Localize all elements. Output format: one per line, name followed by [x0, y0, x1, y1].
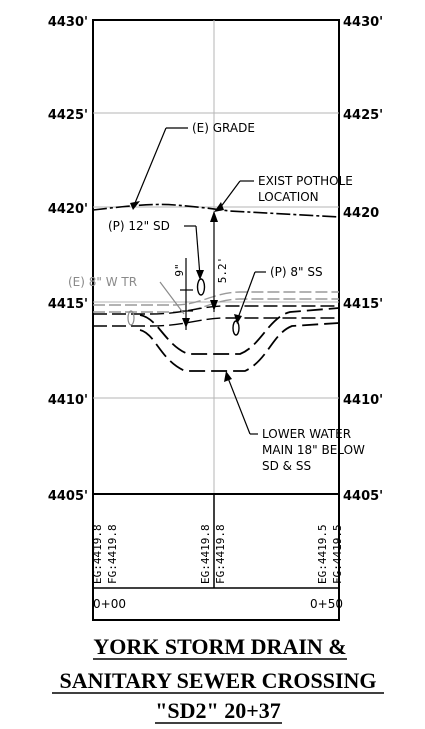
- depth-dimension-label: 5.2': [216, 257, 229, 284]
- drawing-title-line1: YORK STORM DRAIN &: [93, 634, 346, 659]
- leader-water: [159, 281, 185, 315]
- callout-lower-line2: MAIN 18" BELOW: [262, 443, 365, 457]
- leader-ss-arrow: [234, 314, 242, 324]
- leader-pothole: [219, 180, 241, 209]
- existing-pipe-section: [127, 310, 135, 326]
- profile-frame: [92, 19, 340, 621]
- eg-value: EG:4419.8: [91, 524, 104, 584]
- leader-grade: [134, 127, 167, 204]
- fg-value: FG:4419.8: [106, 524, 119, 584]
- callout-lower-line3: SD & SS: [262, 459, 311, 473]
- proposed-pipe-top: [93, 305, 339, 315]
- callout-existing-water: (E) 8" W TR: [68, 275, 137, 289]
- elev-label-right: 4425': [343, 108, 383, 123]
- drawing-title-line2: SANITARY SEWER CROSSING: [59, 668, 376, 693]
- elev-label-right: 4415': [343, 297, 383, 312]
- elev-label-left: 4405': [48, 489, 88, 504]
- depth-arrow-bottom: [210, 300, 218, 311]
- leader-sd: [195, 225, 201, 277]
- eg-value: EG:4419.5: [316, 524, 329, 584]
- callout-lower-line1: LOWER WATER: [262, 427, 351, 441]
- elev-label-left: 4415': [48, 297, 88, 312]
- sd-pipe-section: [196, 278, 206, 296]
- leader-lower-arrow: [224, 371, 232, 382]
- station-label-start: 0+00: [93, 597, 126, 611]
- fg-value: FG:4419.8: [214, 524, 227, 584]
- elev-label-left: 4425': [48, 108, 88, 123]
- depth-arrow-top: [210, 211, 218, 222]
- elev-label-left: 4430': [48, 15, 88, 30]
- lowered-water-main-lower: [139, 322, 340, 372]
- existing-water-main-top: [93, 291, 339, 306]
- callout-storm-drain: (P) 12" SD: [108, 219, 170, 233]
- callout-pothole-line1: EXIST POTHOLE: [258, 174, 353, 188]
- leader-pothole-arrow: [214, 202, 224, 212]
- elev-label-right: 4420: [343, 206, 379, 221]
- elev-label-right: 4430': [343, 15, 383, 30]
- elev-label-left: 4410': [48, 393, 88, 408]
- station-label-end: 0+50: [310, 597, 343, 611]
- leader-lower: [227, 377, 251, 435]
- callout-pothole-line2: LOCATION: [258, 190, 319, 204]
- leader-ss: [237, 271, 256, 319]
- fg-value: FG:4419.5: [331, 524, 344, 584]
- callout-existing-grade: (E) GRADE: [192, 121, 255, 135]
- eg-value: EG:4419.8: [199, 524, 212, 584]
- elev-label-right: 4405': [343, 489, 383, 504]
- elev-label-right: 4410': [343, 393, 383, 408]
- callout-sanitary-sewer: (P) 8" SS: [270, 265, 323, 279]
- clearance-dimension-label: 9": [173, 263, 186, 276]
- proposed-pipe-bottom: [93, 317, 339, 327]
- ss-pipe-section: [232, 320, 240, 336]
- elev-label-left: 4420': [48, 202, 88, 217]
- clearance-arrow: [182, 318, 190, 328]
- drawing-title-line3: "SD2" 20+37: [155, 698, 281, 723]
- leader-sd-arrow: [196, 270, 204, 280]
- lowered-water-main-upper: [139, 307, 340, 355]
- leader-grade-arrow: [130, 201, 140, 210]
